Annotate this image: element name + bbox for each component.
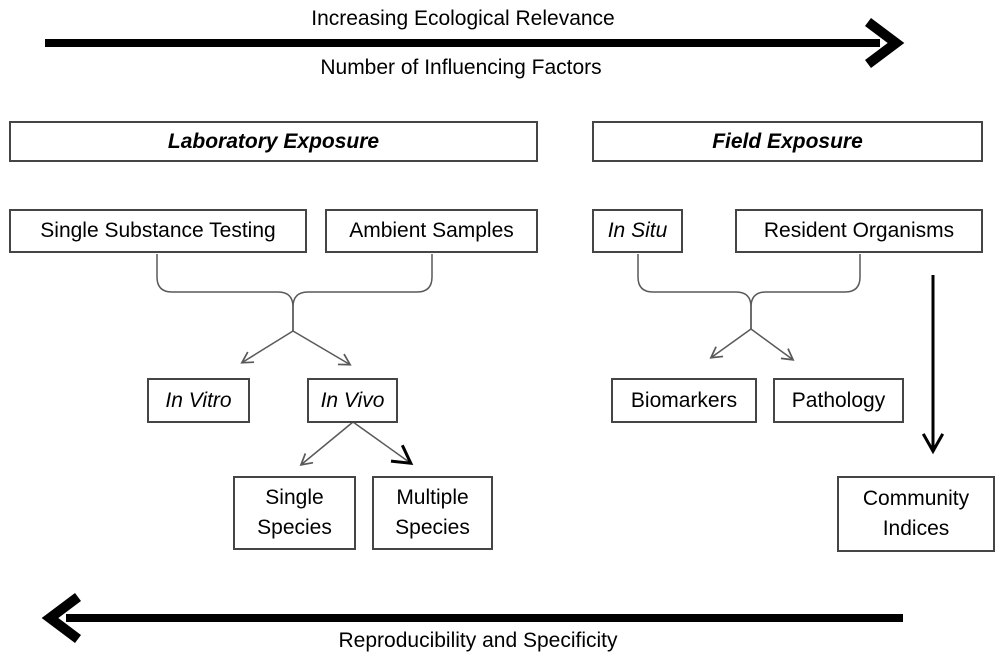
box-single-substance-testing: Single Substance Testing [9, 209, 307, 253]
field-split-arrow-left [709, 328, 752, 359]
box-single-species: Single Species [233, 476, 356, 550]
box-community-indices: Community Indices [837, 476, 995, 552]
top-axis-label-relevance: Increasing Ecological Relevance [311, 7, 615, 30]
lab-split-arrow-right [292, 330, 352, 366]
box-pathology: Pathology [773, 378, 904, 423]
box-field-exposure: Field Exposure [592, 121, 983, 162]
field-split-arrow-right [750, 328, 795, 361]
bottom-axis-label: Reproducibility and Specificity [338, 629, 618, 652]
top-axis-label-factors: Number of Influencing Factors [320, 56, 602, 79]
box-in-vivo: In Vivo [307, 378, 398, 423]
box-in-vitro: In Vitro [147, 378, 250, 423]
box-resident-organisms: Resident Organisms [735, 209, 983, 253]
invivo-split-arrow-right [352, 421, 414, 466]
box-laboratory-exposure: Laboratory Exposure [9, 121, 538, 162]
field-merge-brace [637, 254, 861, 329]
box-in-situ: In Situ [592, 209, 683, 253]
box-multiple-species: Multiple Species [372, 476, 493, 550]
lab-split-arrow-left [240, 330, 294, 364]
lab-merge-brace [156, 254, 433, 331]
box-ambient-samples: Ambient Samples [325, 209, 538, 253]
box-biomarkers: Biomarkers [611, 378, 757, 423]
invivo-split-arrow-left [299, 421, 354, 466]
